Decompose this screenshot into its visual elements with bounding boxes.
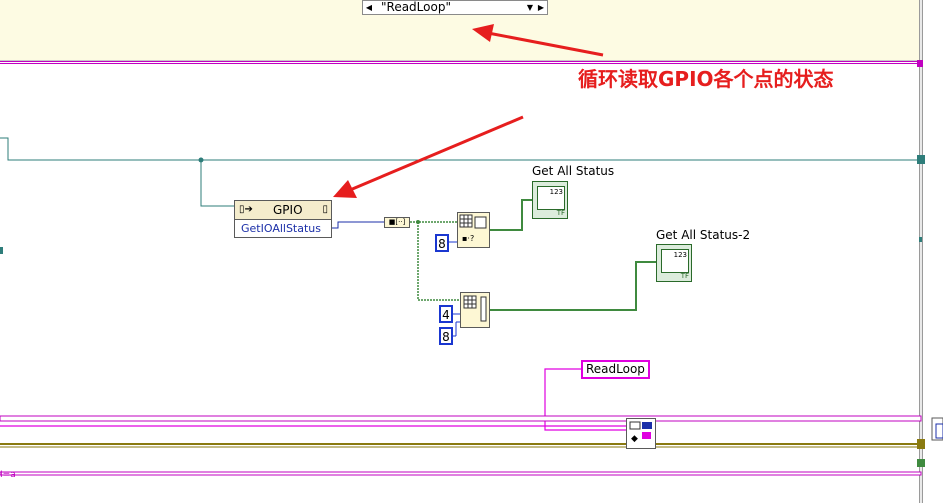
indicator-value-2: 123 [673,251,687,259]
array-wire-3 [490,199,532,231]
svg-text:▪·?: ▪·? [462,234,474,243]
annotation-arrow-2-shaft [349,115,524,192]
node-corner-icon: ▯ [322,204,328,215]
tunnel-right-top [917,60,923,67]
annotation-arrow-1-shaft [487,31,604,57]
numeric-constant-index[interactable]: 4 [439,305,453,323]
svg-text:◆: ◆ [631,434,638,444]
indicator-label-get-all-status: Get All Status [532,164,615,178]
error-tunnel-right [917,439,925,449]
indicator-display: 123 [537,186,565,210]
status-output-wire [332,221,384,229]
tunnel-right-small [919,237,922,242]
loop-bottom-band [0,415,922,422]
string-wire [544,368,626,431]
indicator-label-get-all-status-2: Get All Status-2 [656,228,751,242]
indicator-type-tag-2: TF [680,272,689,280]
case-selector-value: "ReadLoop" [381,0,451,14]
string-constant-readloop[interactable]: ReadLoop [581,360,650,379]
annotation-arrow-2-head [333,180,357,198]
indicator-value: 123 [549,188,563,196]
wire-junction [198,157,204,163]
numeric-constant-length-2[interactable]: 8 [439,327,453,345]
array-subset-icon: ▪·? [459,214,487,243]
unbundle-node[interactable]: ■[··] [384,217,410,228]
gpio-method-name: GetIOAllStatus [241,222,322,235]
increment-arrow-icon[interactable]: ▶ [537,3,545,12]
array-subset-node-1[interactable]: ▪·? [457,212,490,248]
tunnel-left-small [0,247,3,254]
indicator-display-2: 123 [661,249,689,273]
bundle-icon: ◆ [629,421,652,444]
loop-frame-top-edge [0,61,921,64]
indicator-type-tag: TF [556,209,565,217]
case-frame-right-border [919,0,923,503]
annotation-text: 循环读取GPIO各个点的状态 [578,67,834,91]
array-index-icon [463,295,487,322]
decrement-arrow-icon[interactable]: ◀ [365,3,373,12]
shift-register-label: I=a [0,470,16,480]
gpio-node-header: ▯➔ GPIO ▯ [235,201,331,220]
indicator-get-all-status-2[interactable]: 123 TF [656,244,692,282]
refnum-branch-wire [200,160,234,207]
dropdown-arrow-icon[interactable]: ▼ [526,3,534,12]
array-wire-junction [416,220,420,224]
offscreen-node-edge-2 [935,423,943,439]
case-selector[interactable]: ◀ "ReadLoop" ▼ ▶ [362,0,548,15]
loop-bottom-edge [0,471,922,476]
numeric-constant-length-1[interactable]: 8 [435,234,449,252]
array-index-node-2[interactable] [460,292,490,328]
array-wire-4 [490,261,656,311]
bundle-by-name-node[interactable]: ◆ [626,418,656,449]
gpio-invoke-node[interactable]: ▯➔ GPIO ▯ GetIOAllStatus [234,200,332,238]
gpio-node-title: GPIO [273,203,303,217]
array-wire-2 [417,222,460,301]
refnum-class-icon: ▯➔ [239,204,253,215]
indicator-get-all-status[interactable]: 123 TF [532,181,568,219]
annotation-arrow-1-head [472,24,494,42]
refnum-wire [0,137,921,161]
refnum-tunnel-right [917,155,925,164]
tunnel-bottom-right [917,459,925,467]
